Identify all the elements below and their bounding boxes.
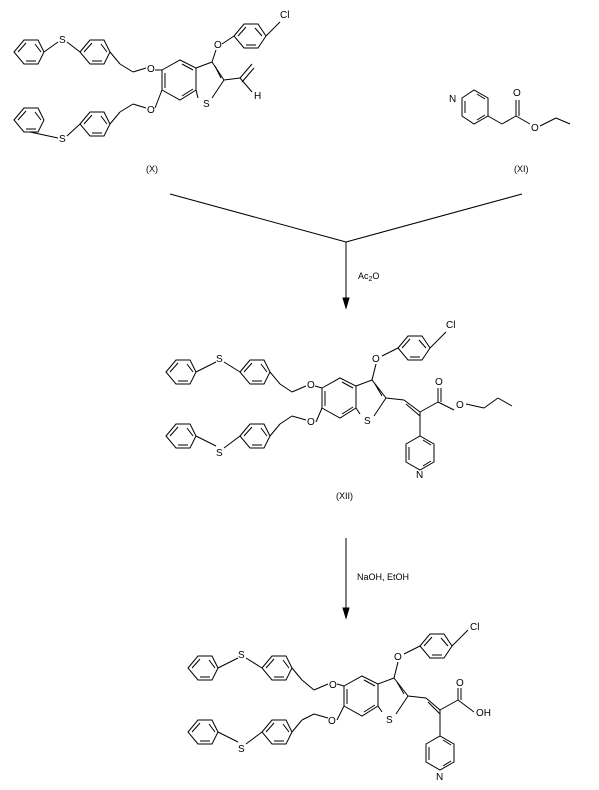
atom-o: O xyxy=(329,680,337,691)
label-compound-xi: (XI) xyxy=(514,164,529,174)
atom-o: O xyxy=(214,40,222,51)
atom-s: S xyxy=(216,354,223,365)
atom-s: S xyxy=(59,35,66,46)
atom-n: N xyxy=(449,94,456,105)
atom-s: S xyxy=(203,99,210,110)
atom-o: O xyxy=(513,88,521,99)
atom-cl: Cl xyxy=(446,320,455,331)
atom-cl: Cl xyxy=(470,622,479,633)
atom-o: O xyxy=(531,123,539,134)
atom-o: O xyxy=(328,716,336,727)
atom-s: S xyxy=(386,715,393,726)
atom-o: O xyxy=(435,377,443,388)
structure-compound-xii: S O S O S O Cl xyxy=(165,320,513,481)
atom-oh: OH xyxy=(476,708,491,719)
atom-s: S xyxy=(238,744,245,755)
atom-o: O xyxy=(372,354,380,365)
atom-o: O xyxy=(456,678,464,689)
step2-conditions: NaOH, EtOH xyxy=(357,572,409,582)
structure-compound-x: S O S O S O Cl H xyxy=(13,10,289,145)
atom-o: O xyxy=(307,380,315,391)
atom-o: O xyxy=(394,652,402,663)
atom-cl: Cl xyxy=(280,10,289,21)
atom-s: S xyxy=(238,650,245,661)
atom-o: O xyxy=(147,105,155,116)
atom-s: S xyxy=(364,416,371,427)
converging-arrow xyxy=(169,193,523,310)
atom-n: N xyxy=(416,470,423,481)
label-compound-xii: (XII) xyxy=(336,491,353,501)
atom-o: O xyxy=(147,64,155,75)
step1-conditions: Ac2O xyxy=(358,271,379,283)
atom-o: O xyxy=(307,417,315,428)
atom-s: S xyxy=(216,448,223,459)
atom-h: H xyxy=(254,91,261,102)
atom-s: S xyxy=(59,134,66,145)
structure-compound-xi: N O O xyxy=(449,88,571,134)
atom-o: O xyxy=(456,400,464,411)
structure-product: S O S O S O Cl xyxy=(187,622,491,783)
reaction-arrow-step2 xyxy=(342,538,350,620)
label-compound-x: (X) xyxy=(146,164,158,174)
atom-n: N xyxy=(436,772,443,783)
